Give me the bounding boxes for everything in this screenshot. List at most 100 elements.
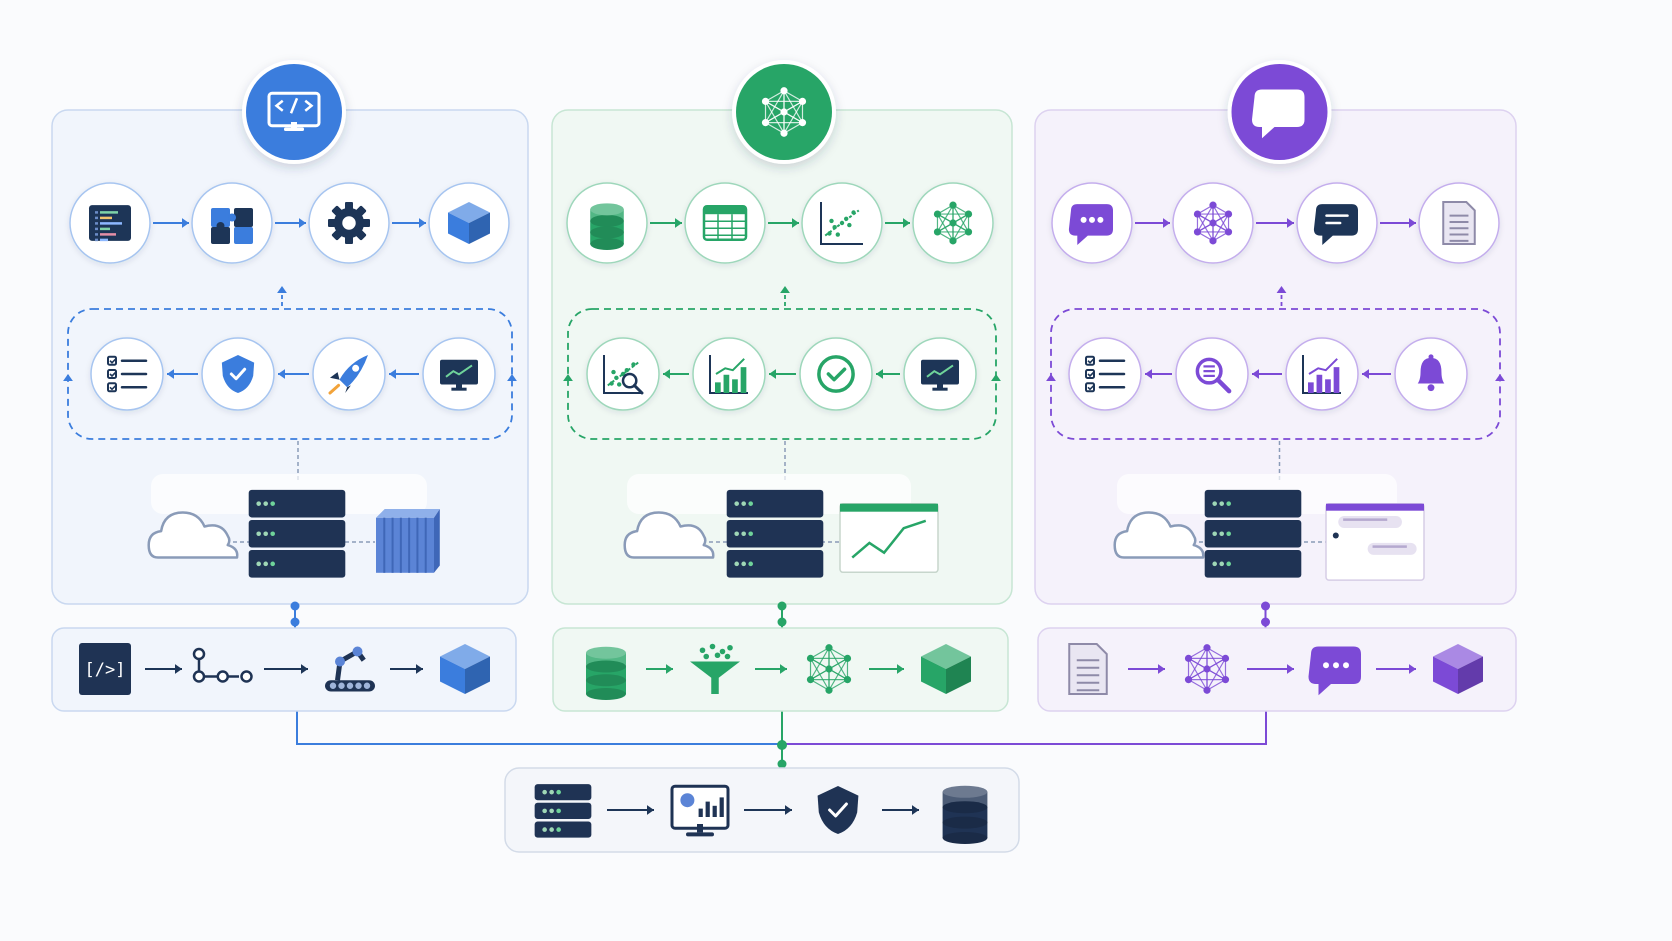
- scatter-search-icon: [603, 355, 644, 395]
- flow-node: [422, 337, 496, 411]
- database-icon: [590, 203, 624, 250]
- arrow-head: [792, 218, 799, 228]
- merge-line: [782, 711, 1267, 745]
- neural-network-icon: [806, 644, 852, 694]
- arrow-head: [167, 369, 174, 379]
- flow-node: [69, 182, 151, 264]
- code-glyph: [/>]: [85, 660, 126, 680]
- flow-node: [1285, 337, 1359, 411]
- code-monitor-icon: [267, 91, 321, 131]
- pipeline-bar: [1037, 627, 1517, 712]
- arrow-head: [1287, 664, 1294, 674]
- arrow-head: [780, 664, 787, 674]
- checklist-icon: [1085, 355, 1126, 393]
- server-rack-icon: [534, 784, 592, 838]
- shield-check-icon: [221, 355, 255, 393]
- flow-node: [1172, 182, 1254, 264]
- server-rack-icon: [1204, 489, 1302, 578]
- dashboard-window-icon: [839, 502, 939, 574]
- arrow-head: [182, 218, 189, 228]
- infrastructure-group: [623, 474, 939, 578]
- arrow-head: [675, 218, 682, 228]
- database-icon: [586, 646, 626, 700]
- flow-node: [1068, 337, 1142, 411]
- loop-flow-row: [90, 337, 496, 411]
- flow-node: [1175, 337, 1249, 411]
- arrow-head: [301, 664, 308, 674]
- flow-node: [1394, 337, 1468, 411]
- flow-node: [428, 182, 510, 264]
- bar-chart-icon: [1302, 355, 1341, 394]
- infrastructure-group: [147, 474, 440, 578]
- loop-flow-row: [586, 337, 977, 411]
- column-header: [1227, 60, 1332, 164]
- flow-node: [801, 182, 883, 264]
- arrow-head: [1145, 369, 1152, 379]
- flow-node: [903, 337, 977, 411]
- puzzle-icon: [211, 208, 253, 244]
- git-branch-icon: [192, 647, 253, 683]
- network-graph-icon: [1193, 201, 1233, 245]
- flow-node: [90, 337, 164, 411]
- arrow-head: [1409, 218, 1416, 228]
- chat-bubble-icon: [1252, 89, 1305, 139]
- arrow-head: [666, 664, 673, 674]
- flow-node: [586, 337, 660, 411]
- arrow-head: [278, 369, 285, 379]
- document-icon: [1068, 643, 1108, 695]
- top-flow-row: [69, 182, 510, 264]
- arrow-head: [780, 286, 790, 293]
- top-flow-row: [1051, 182, 1500, 264]
- arrow-head: [1276, 286, 1287, 293]
- flow-node: [308, 182, 390, 264]
- flow-node: [1418, 182, 1500, 264]
- flow-node: [312, 337, 386, 411]
- arrow-head: [903, 218, 910, 228]
- chat-bubble-icon: [1068, 204, 1114, 246]
- arrow-head: [1252, 369, 1259, 379]
- monitor-chart-icon: [921, 359, 959, 391]
- message-icon: [1313, 204, 1359, 246]
- merge-node: [777, 759, 787, 769]
- arrow-head: [299, 218, 306, 228]
- arrow-head: [416, 664, 423, 674]
- server-rack-icon: [726, 489, 824, 578]
- spreadsheet-icon: [702, 204, 748, 242]
- column-data: [551, 60, 1013, 712]
- flow-node: [692, 337, 766, 411]
- checklist-icon: [107, 355, 148, 393]
- search-icon: [1195, 357, 1232, 394]
- arrow-head: [63, 374, 73, 381]
- flow-node: [684, 182, 766, 264]
- top-flow-row: [566, 182, 994, 264]
- robot-arm-conveyor-icon: [325, 646, 375, 692]
- arrow-head: [1158, 664, 1165, 674]
- arrow-head: [507, 374, 517, 381]
- cube-icon: [448, 202, 490, 244]
- loop-flow-row: [1068, 337, 1468, 411]
- arrow-head: [1495, 374, 1505, 381]
- monitor-dashboard-icon: [670, 784, 730, 837]
- arrow-head: [663, 369, 670, 379]
- package-box-icon: [440, 644, 490, 694]
- merge-node: [777, 740, 787, 750]
- container-icon: [376, 509, 440, 573]
- document-icon: [1442, 201, 1476, 245]
- arrow-head: [912, 805, 919, 815]
- arrow-head: [991, 374, 1001, 381]
- chat-bubble-icon: [1308, 646, 1361, 696]
- cloud-icon: [147, 511, 239, 559]
- rocket-icon: [328, 355, 368, 395]
- arrow-head: [419, 218, 426, 228]
- arrow-head: [563, 374, 573, 381]
- arrow-head: [647, 805, 654, 815]
- flow-node: [201, 337, 275, 411]
- shared-bottom-row: [504, 767, 1020, 853]
- connector-layer: [296, 711, 1267, 769]
- package-box-icon: [921, 644, 971, 694]
- bar-chart-icon: [709, 355, 748, 394]
- flow-node: [1051, 182, 1133, 264]
- cloud-icon: [1113, 511, 1205, 559]
- server-rack-icon: [248, 489, 346, 578]
- arrow-head: [876, 369, 883, 379]
